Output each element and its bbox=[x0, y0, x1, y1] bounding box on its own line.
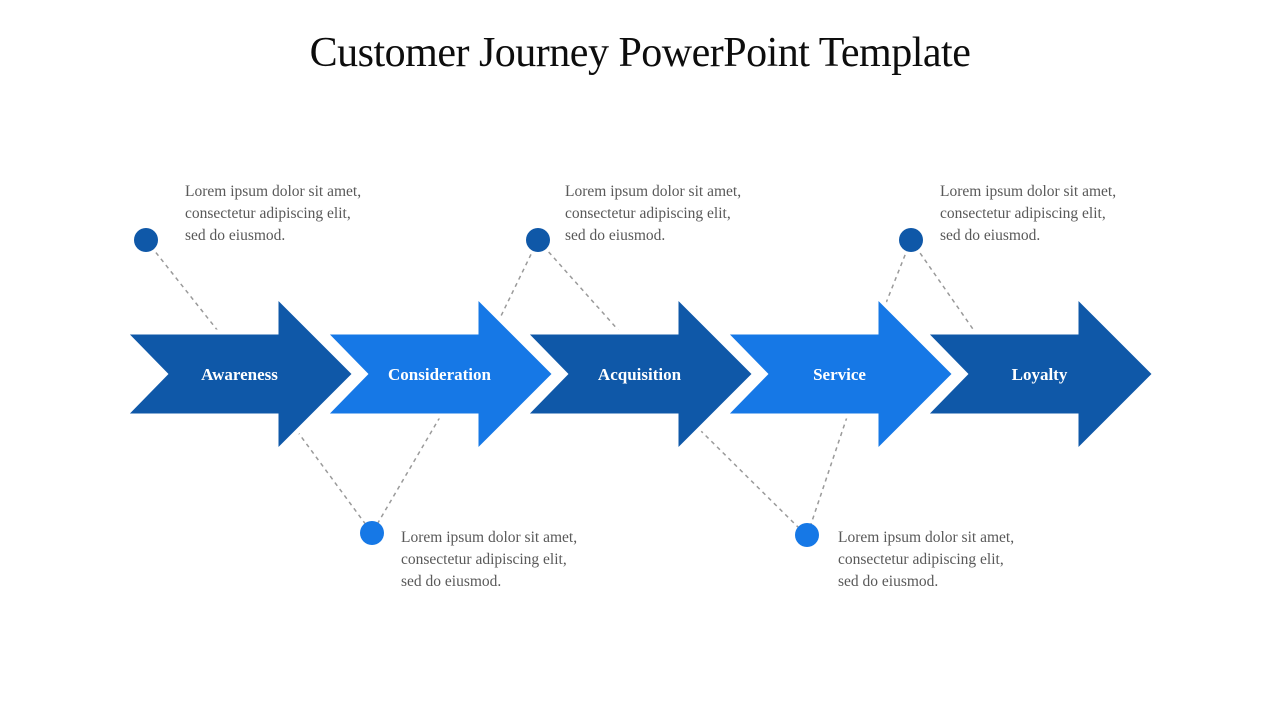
stage-arrow-service bbox=[718, 288, 959, 460]
connector-dashed-line bbox=[537, 239, 621, 333]
connector-dashed-line bbox=[145, 239, 219, 332]
note-text: Lorem ipsum dolor sit amet, consectetur … bbox=[838, 527, 1014, 593]
note-text: Lorem ipsum dolor sit amet, consectetur … bbox=[185, 181, 361, 247]
note-line: consectetur adipiscing elit, bbox=[185, 205, 351, 222]
note-marker-dot bbox=[360, 521, 384, 545]
connector-dashed-line bbox=[296, 430, 373, 534]
note-line: Lorem ipsum dolor sit amet, bbox=[838, 529, 1015, 546]
note-line: sed do eiusmod. bbox=[401, 573, 502, 590]
note-line: sed do eiusmod. bbox=[940, 227, 1041, 244]
note-line: Lorem ipsum dolor sit amet, bbox=[185, 183, 362, 200]
stage-arrow-awareness bbox=[118, 288, 359, 460]
note-marker-dot bbox=[795, 523, 819, 547]
connector-dashed-line bbox=[806, 416, 848, 537]
stage-arrow-consideration bbox=[318, 288, 559, 460]
stage-label-service: Service bbox=[813, 365, 866, 384]
note-line: consectetur adipiscing elit, bbox=[401, 551, 567, 568]
connector-dashed-line bbox=[699, 429, 808, 537]
note-marker-dot bbox=[134, 228, 158, 252]
stage-label-awareness: Awareness bbox=[201, 365, 278, 384]
stage-label-loyalty: Loyalty bbox=[1012, 365, 1068, 384]
note-line: consectetur adipiscing elit, bbox=[565, 205, 731, 222]
stage-label-consideration: Consideration bbox=[388, 365, 492, 384]
note-text: Lorem ipsum dolor sit amet, consectetur … bbox=[565, 181, 741, 247]
slide-title: Customer Journey PowerPoint Template bbox=[309, 30, 971, 76]
note-line: sed do eiusmod. bbox=[185, 227, 286, 244]
note-marker-dot bbox=[526, 228, 550, 252]
note-line: sed do eiusmod. bbox=[565, 227, 666, 244]
note-text: Lorem ipsum dolor sit amet, consectetur … bbox=[940, 181, 1116, 247]
note-line: Lorem ipsum dolor sit amet, bbox=[565, 183, 742, 200]
note-line: consectetur adipiscing elit, bbox=[838, 551, 1004, 568]
stage-label-acquisition: Acquisition bbox=[598, 365, 682, 384]
stage-arrow-loyalty bbox=[918, 288, 1159, 460]
connector-dashed-line bbox=[910, 239, 976, 333]
connector-dashed-line bbox=[371, 416, 441, 534]
note-line: sed do eiusmod. bbox=[838, 573, 939, 590]
note-line: consectetur adipiscing elit, bbox=[940, 205, 1106, 222]
connector-dashed-line bbox=[499, 239, 539, 319]
note-marker-dot bbox=[899, 228, 923, 252]
note-line: Lorem ipsum dolor sit amet, bbox=[940, 183, 1117, 200]
stage-arrow-acquisition bbox=[518, 288, 759, 460]
note-text: Lorem ipsum dolor sit amet, consectetur … bbox=[401, 527, 577, 593]
note-line: Lorem ipsum dolor sit amet, bbox=[401, 529, 578, 546]
